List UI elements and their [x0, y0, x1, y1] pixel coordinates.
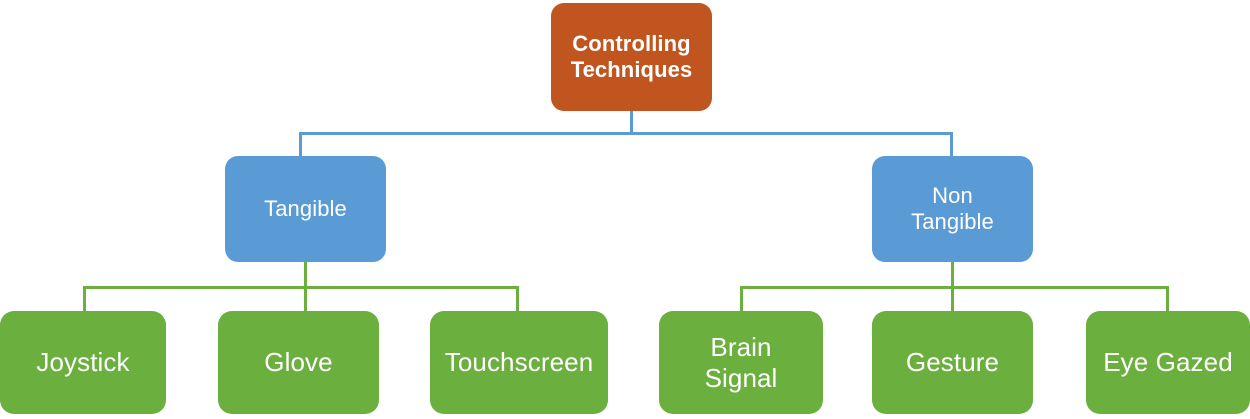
- node-brain-signal[interactable]: Brain Signal: [659, 311, 823, 414]
- node-controlling-techniques[interactable]: Controlling Techniques: [551, 3, 712, 111]
- connector-to-brain-signal: [740, 286, 743, 312]
- connector-to-touchscreen: [516, 286, 519, 312]
- connector-non-tangible-crossbar: [740, 286, 1169, 289]
- node-gesture[interactable]: Gesture: [872, 311, 1033, 414]
- node-eye-gazed[interactable]: Eye Gazed: [1086, 311, 1250, 414]
- connector-root-stem: [630, 111, 633, 135]
- connector-root-crossbar: [299, 132, 953, 135]
- node-touchscreen[interactable]: Touchscreen: [430, 311, 608, 414]
- connector-to-joystick: [83, 286, 86, 312]
- connector-to-eye-gazed: [1166, 286, 1169, 312]
- node-glove[interactable]: Glove: [218, 311, 379, 414]
- connector-to-non-tangible: [950, 132, 953, 157]
- connector-to-tangible: [299, 132, 302, 157]
- node-joystick[interactable]: Joystick: [0, 311, 166, 414]
- connector-tangible-crossbar: [83, 286, 519, 289]
- node-non-tangible[interactable]: Non Tangible: [872, 156, 1033, 262]
- node-tangible[interactable]: Tangible: [225, 156, 386, 262]
